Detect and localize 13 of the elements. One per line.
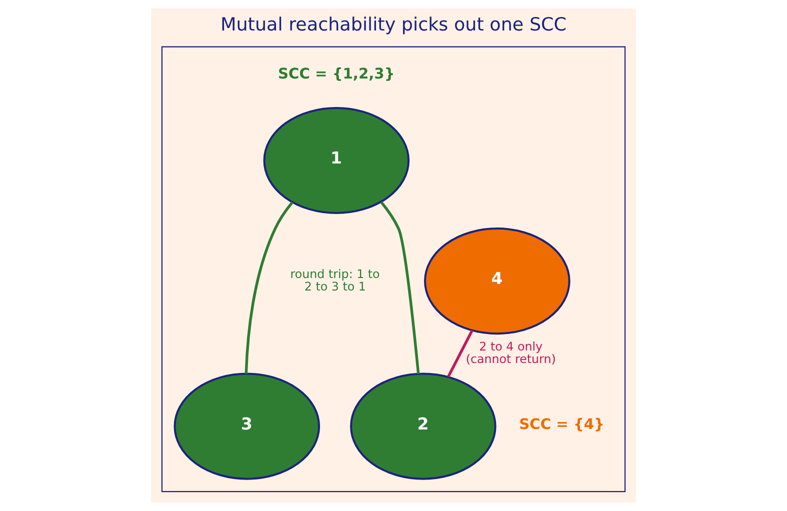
label: SCC = {4}: [519, 416, 604, 433]
node-ellipse: 3: [174, 372, 320, 480]
diagram-title: Mutual reachability picks out one SCC: [220, 14, 567, 36]
connector: [244, 201, 294, 374]
label: round trip: 1 to 2 to 3 to 1: [290, 266, 380, 294]
connector: [380, 201, 420, 374]
node-ellipse: 2: [350, 372, 496, 480]
node-ellipse: 1: [263, 106, 410, 214]
connector: [446, 330, 474, 378]
label: SCC = {1,2,3}: [278, 66, 395, 83]
node-ellipse: 4: [424, 228, 570, 335]
edge-label: 2 to 4 only (cannot return): [466, 339, 556, 366]
cluster: [161, 46, 626, 492]
